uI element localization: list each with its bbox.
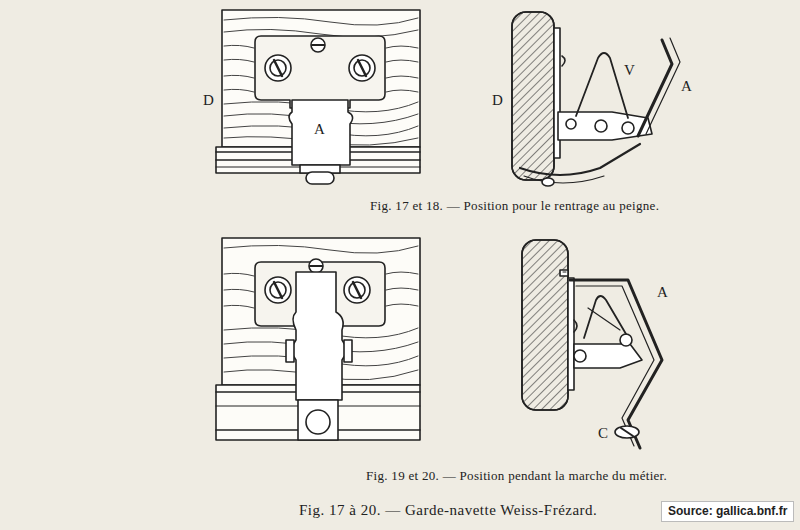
part-letter: V xyxy=(623,62,636,79)
source-watermark: Source: gallica.bnf.fr xyxy=(661,501,794,522)
figure-caption: Fig. 17 à 20. — Garde-navette Weiss-Fréz… xyxy=(299,502,597,519)
part-letter: A xyxy=(313,121,326,138)
part-letter: A xyxy=(656,284,669,301)
sub-caption: Fig. 19 et 20. — Position pendant la mar… xyxy=(366,469,667,483)
sub-caption: Fig. 17 et 18. — Position pour le rentra… xyxy=(370,199,659,213)
part-letter: D xyxy=(491,92,504,109)
part-letter: C xyxy=(597,425,609,442)
part-letter: A xyxy=(680,78,693,95)
part-letter: D xyxy=(202,92,215,109)
